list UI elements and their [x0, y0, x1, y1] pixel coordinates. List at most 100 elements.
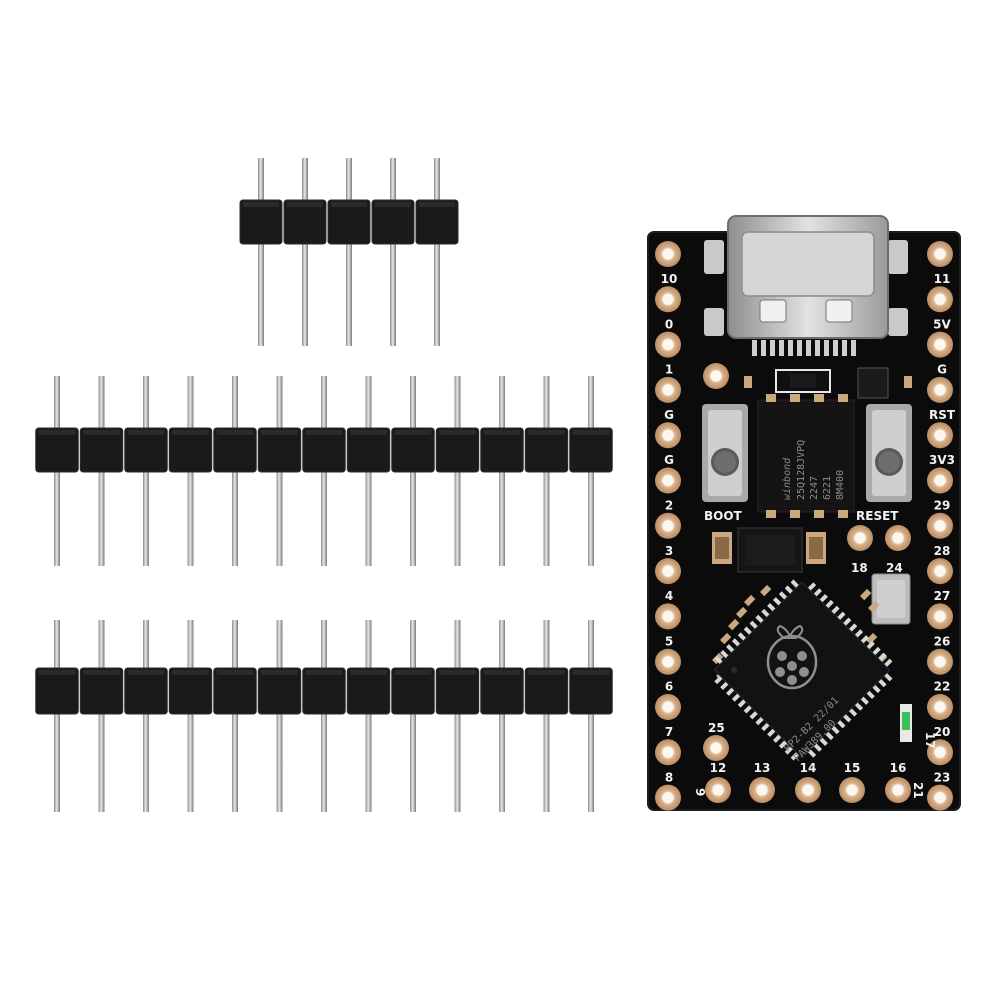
- header-13a-housing: [124, 427, 168, 473]
- pin-label-left: 3: [665, 544, 673, 558]
- pin-label-bottom: 14: [800, 761, 817, 775]
- header-13a-housing: [213, 427, 257, 473]
- pin-label-right: G: [937, 363, 947, 377]
- header-13b-housing: [168, 667, 213, 715]
- pin-label-right: 27: [934, 589, 951, 603]
- pin-label-inner-1: 18: [851, 561, 868, 575]
- bottom-pin-row: [705, 777, 911, 803]
- header-13a-housing: [391, 427, 435, 473]
- header-5-pin: [302, 158, 308, 346]
- pin-header-13-bottom: [35, 620, 613, 812]
- pin-label-right: 5V: [933, 317, 951, 331]
- header-13a-housing: [346, 427, 391, 473]
- flash-line-4: 8M400: [835, 470, 846, 500]
- pin-label-left: 1: [665, 363, 673, 377]
- header-13b-pin: [187, 620, 194, 812]
- header-5-pin: [390, 158, 396, 346]
- pin-label-left: 6: [665, 680, 673, 694]
- pin-label-right: 28: [934, 544, 951, 558]
- header-13b-pin: [232, 620, 238, 812]
- header-13b-pin: [588, 620, 594, 812]
- header-13b-housing: [213, 667, 257, 715]
- pin-label-right: 22: [934, 680, 951, 694]
- pin-label-right: 29: [934, 499, 951, 513]
- pin-label-left: 4: [665, 589, 673, 603]
- flash-brand: winbond: [782, 457, 793, 500]
- pin-label-bottom: 13: [754, 761, 771, 775]
- header-13b-housing: [391, 667, 435, 715]
- boot-button[interactable]: [702, 404, 748, 502]
- pin-label-left: 10: [661, 272, 678, 286]
- header-13b-housing: [480, 667, 524, 715]
- header-13b-housing: [569, 667, 613, 715]
- pin-label-bottom: 12: [710, 761, 727, 775]
- header-13a-housing: [569, 427, 613, 473]
- header-13a-housing: [480, 427, 524, 473]
- flash-line-1: 25Q128JVPQ: [796, 440, 807, 500]
- header-13a-housing: [79, 427, 124, 473]
- pin-label-right: 23: [934, 770, 951, 784]
- reset-button[interactable]: [866, 404, 912, 502]
- pin-label-inner-4: 17: [923, 732, 937, 749]
- pin-label-bottom: 15: [844, 761, 861, 775]
- pin-header-13-top: [35, 376, 613, 566]
- pin-header-5: [239, 158, 459, 346]
- header-13b-housing: [435, 667, 480, 715]
- header-13b-housing: [346, 667, 391, 715]
- flash-line-3: 6221: [822, 476, 833, 500]
- header-13a-housing: [35, 427, 79, 473]
- header-13b-pin: [143, 620, 149, 812]
- pin-label-left: G: [664, 453, 674, 467]
- header-5-pin: [434, 158, 440, 346]
- reset-label: RESET: [856, 509, 899, 523]
- pin-label-left: 8: [665, 770, 673, 784]
- pin-label-bottom: 16: [890, 761, 907, 775]
- header-13a-housing: [302, 427, 346, 473]
- pin-label-right: 26: [934, 634, 951, 648]
- header-13b-housing: [35, 667, 79, 715]
- header-13b-pin: [454, 620, 461, 812]
- header-5-pin: [346, 158, 352, 346]
- usb-c-connector: [704, 215, 908, 356]
- header-13b-pin: [365, 620, 372, 812]
- flash-line-2: 2247: [809, 476, 820, 500]
- header-13b-pin: [410, 620, 416, 812]
- header-13b-pin: [98, 620, 105, 812]
- header-13b-pin: [276, 620, 283, 812]
- pin-label-left: 5: [665, 634, 673, 648]
- header-13b-housing: [124, 667, 168, 715]
- pin-label-right: 3V3: [929, 453, 955, 467]
- inner-pin-pads: [703, 363, 911, 761]
- pin-label-inner-5: 21: [911, 782, 925, 799]
- pin-label-right: 11: [934, 272, 951, 286]
- header-13b-housing: [79, 667, 124, 715]
- header-5-pin: [258, 158, 264, 346]
- crystal-oscillator: [871, 573, 911, 625]
- rp2040-board: winbond 25Q128JVPQ 2247 6221 8M400 BOOT …: [647, 215, 961, 811]
- header-5-housing: [327, 199, 371, 245]
- header-13a-housing: [168, 427, 213, 473]
- header-13b-housing: [257, 667, 302, 715]
- pin-label-left: 7: [665, 725, 673, 739]
- pin-label-inner-3: 25: [708, 721, 725, 735]
- pin-label-left: 0: [665, 317, 673, 331]
- header-13b-pin: [321, 620, 327, 812]
- pin-label-left: G: [664, 408, 674, 422]
- raspberry-pi-logo: [766, 624, 818, 690]
- header-13a-housing: [524, 427, 569, 473]
- header-13b-pin: [543, 620, 550, 812]
- pin-label-inner-6: 9: [693, 788, 707, 796]
- pin-label-inner-2: 24: [886, 561, 903, 575]
- header-5-housing: [283, 199, 327, 245]
- header-13b-housing: [302, 667, 346, 715]
- pin-label-right: 20: [934, 725, 951, 739]
- flash-chip: winbond 25Q128JVPQ 2247 6221 8M400: [757, 394, 855, 518]
- pin-label-right: RST: [929, 408, 956, 422]
- header-13b-pin: [499, 620, 505, 812]
- header-5-housing: [371, 199, 415, 245]
- left-pin-row: [655, 241, 681, 811]
- boot-label: BOOT: [704, 509, 743, 523]
- header-13a-housing: [257, 427, 302, 473]
- header-5-housing: [239, 199, 283, 245]
